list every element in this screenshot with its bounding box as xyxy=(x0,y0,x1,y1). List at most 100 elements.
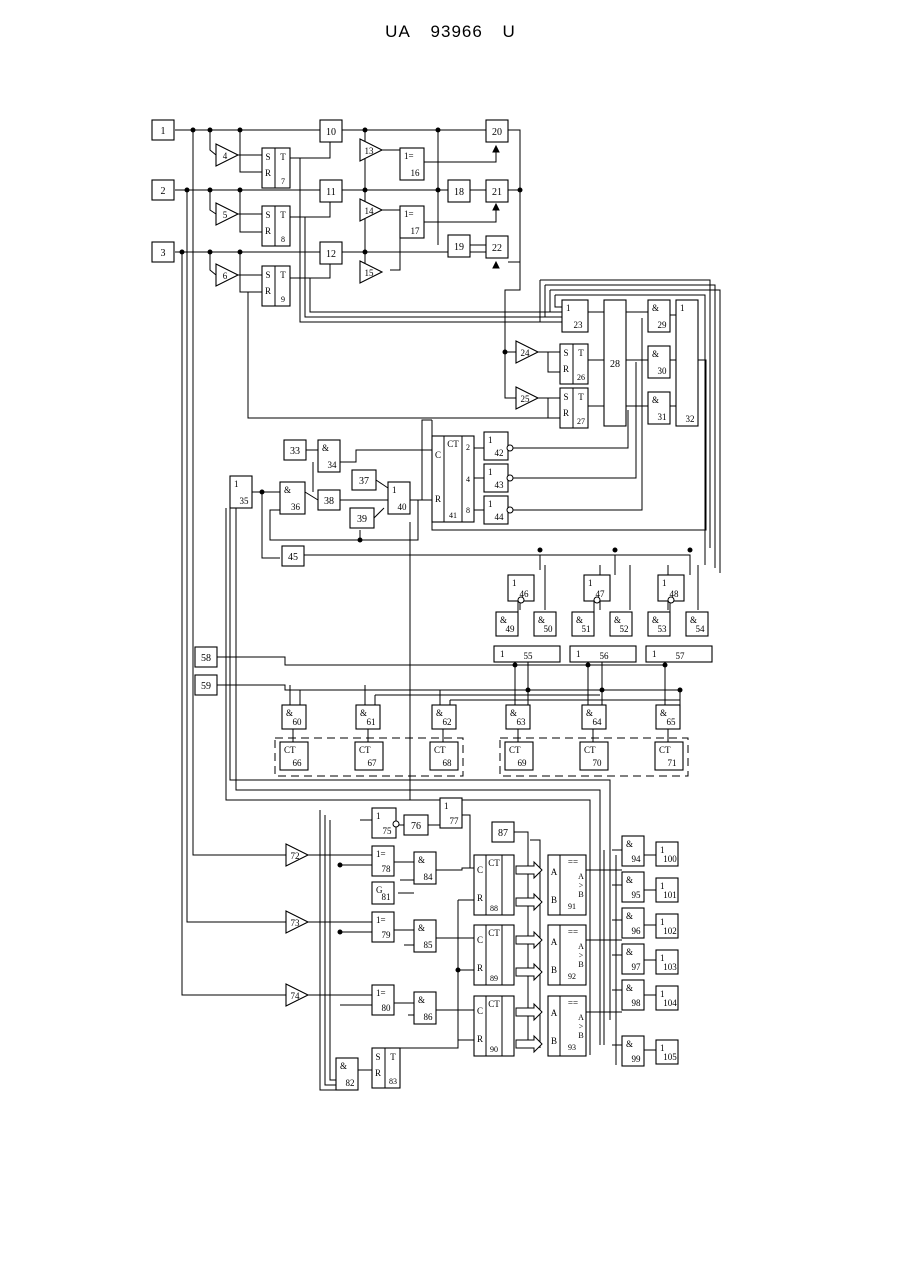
block-number: 16 xyxy=(411,168,421,178)
arrow-up xyxy=(493,262,499,268)
bus-arrow xyxy=(516,964,542,980)
block-symbol: 1 xyxy=(500,649,505,659)
block-number: 92 xyxy=(568,972,576,981)
block-number: 91 xyxy=(568,902,576,911)
block-77: 177 xyxy=(440,798,462,828)
block-78: 1=78 xyxy=(372,846,394,876)
block-number: 88 xyxy=(490,904,498,913)
block-number: 44 xyxy=(495,512,505,522)
wire xyxy=(240,190,262,232)
arrow-up xyxy=(493,146,499,152)
block-number: 71 xyxy=(668,758,677,768)
block-symbol: & xyxy=(652,303,659,313)
wire xyxy=(210,252,216,275)
equal-symbol: == xyxy=(568,927,578,937)
block-24: 24 xyxy=(516,341,538,363)
block-number: 84 xyxy=(424,872,434,882)
wire xyxy=(182,252,286,995)
wire xyxy=(240,130,262,172)
trigger-symbol: T xyxy=(578,392,584,402)
block-20: 20 xyxy=(486,120,508,142)
block-symbol: 1 xyxy=(662,578,667,588)
block-number: 56 xyxy=(600,651,610,661)
block-61: &61 xyxy=(356,705,380,729)
block-number: 93 xyxy=(568,1043,576,1052)
block-76: 76 xyxy=(404,815,428,835)
wire xyxy=(340,450,432,462)
block-35: 135 xyxy=(230,476,252,508)
block-number: 52 xyxy=(620,624,629,634)
trigger-symbol: T xyxy=(280,270,286,280)
block-symbol: 1 xyxy=(576,649,581,659)
block-number: 29 xyxy=(658,320,668,330)
gt-symbol: B xyxy=(578,960,583,969)
block-number: 77 xyxy=(450,816,460,826)
block-89: CT89CR xyxy=(474,925,514,985)
block-number: 35 xyxy=(240,496,250,506)
block-100: 1100 xyxy=(656,842,678,866)
block-number: 81 xyxy=(382,892,391,902)
junction-dot xyxy=(260,490,264,494)
reset-input: R xyxy=(375,1068,381,1078)
block-number: 70 xyxy=(593,758,603,768)
block-7: SRT7 xyxy=(262,148,290,188)
block-number: 57 xyxy=(676,651,686,661)
block-39: 39 xyxy=(350,508,374,528)
block-number: 42 xyxy=(495,448,504,458)
block-number: 97 xyxy=(632,962,642,972)
block-96: &96 xyxy=(622,908,644,938)
block-symbol: & xyxy=(626,875,633,885)
block-number: 60 xyxy=(293,717,303,727)
block-number: 14 xyxy=(365,206,375,216)
block-number: 19 xyxy=(454,242,464,253)
block-93: ==ABA>B93 xyxy=(548,996,586,1056)
block-number: 10 xyxy=(326,127,336,138)
trigger-symbol: T xyxy=(578,348,584,358)
block-number: 17 xyxy=(411,226,421,236)
block-number: 95 xyxy=(632,890,642,900)
bus-arrow xyxy=(516,862,542,878)
wire xyxy=(615,555,690,575)
block-6: 6 xyxy=(216,264,238,286)
equal-symbol: == xyxy=(568,857,578,867)
counter-symbol: CT xyxy=(488,858,500,868)
gt-symbol: A xyxy=(578,1013,584,1022)
block-51: &51 xyxy=(572,612,594,636)
set-input: S xyxy=(265,152,270,162)
block-87: 87 xyxy=(492,822,514,842)
gt-symbol: A xyxy=(578,872,584,881)
block-number: 90 xyxy=(490,1045,498,1054)
block-43: 143 xyxy=(484,464,508,492)
wire xyxy=(215,685,680,690)
block-62: &62 xyxy=(432,705,456,729)
set-input: S xyxy=(563,348,568,358)
gt-symbol: A xyxy=(578,942,584,951)
block-number: 96 xyxy=(632,926,642,936)
wire xyxy=(210,190,216,214)
block-83: SRT83 xyxy=(372,1048,400,1088)
inversion-dot xyxy=(518,597,524,603)
weight-4: 4 xyxy=(466,475,470,484)
junction-dot xyxy=(538,548,542,552)
block-number: 86 xyxy=(424,1012,434,1022)
reset-input: R xyxy=(265,286,271,296)
block-number: 11 xyxy=(326,187,336,198)
block-80: 1=80 xyxy=(372,985,394,1015)
block-79: 1=79 xyxy=(372,912,394,942)
block-60: &60 xyxy=(282,705,306,729)
block-symbol: CT xyxy=(584,745,596,755)
block-28: 28 xyxy=(604,300,626,426)
block-105: 1105 xyxy=(656,1040,678,1064)
inversion-dot xyxy=(507,445,513,451)
block-number: 72 xyxy=(291,851,300,861)
block-number: 7 xyxy=(281,177,285,186)
block-number: 87 xyxy=(498,828,508,839)
block-number: 98 xyxy=(632,998,642,1008)
block-symbol: & xyxy=(626,839,633,849)
wire xyxy=(390,230,400,270)
block-56: 1 56 xyxy=(570,646,636,662)
block-65: &65 xyxy=(656,705,680,729)
block-13: 13 xyxy=(360,139,382,161)
block-number: 66 xyxy=(293,758,303,768)
block-number: 105 xyxy=(663,1052,677,1062)
